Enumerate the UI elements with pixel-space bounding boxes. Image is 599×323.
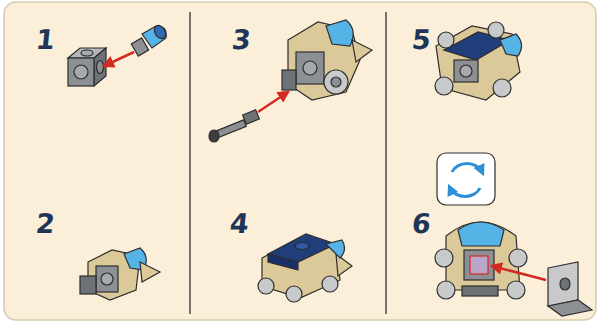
- sub-assembly: [464, 250, 494, 280]
- sub-assembly: [435, 77, 453, 95]
- sub-assembly: [258, 278, 274, 294]
- gray-brick: [68, 48, 106, 86]
- gray-brick: [97, 61, 104, 74]
- assembly-arrow: [492, 266, 546, 280]
- callout-number: 1: [35, 26, 57, 53]
- gray-brick: [94, 48, 106, 86]
- gray-rod-piece: [209, 110, 259, 142]
- rotate-icon: [437, 153, 495, 205]
- gray-brick: [68, 58, 94, 86]
- sub-assembly: [295, 243, 309, 250]
- assembly-arrow: [258, 92, 288, 112]
- sub-assembly: [303, 61, 317, 75]
- callout-number: 5: [411, 26, 433, 53]
- sub-assembly: [336, 254, 352, 276]
- sub-assembly: [437, 281, 455, 299]
- gray-bracket-piece: [560, 278, 570, 290]
- gray-bracket-piece: [548, 262, 578, 306]
- sub-assembly: [80, 248, 160, 300]
- gray-rod-piece: [243, 110, 260, 125]
- sub-assembly: [282, 70, 296, 90]
- callout-number: 2: [35, 210, 57, 237]
- gray-brick: [81, 50, 93, 56]
- assembly-arrow: [104, 52, 134, 66]
- sub-assembly: [296, 52, 324, 84]
- gray-brick: [74, 65, 88, 79]
- blue-cone-piece: [131, 23, 168, 56]
- sub-assembly: [507, 281, 525, 299]
- callout-number: 3: [231, 26, 253, 53]
- sub-assembly: [326, 20, 353, 46]
- sub-assembly: [458, 222, 504, 246]
- sub-assembly: [80, 276, 96, 294]
- sub-assembly: [500, 34, 522, 56]
- sub-assembly: [509, 249, 527, 267]
- sub-assembly: [96, 266, 118, 292]
- sub-assembly: [268, 254, 298, 270]
- sub-assembly: [140, 262, 160, 282]
- sub-assembly: [101, 273, 113, 285]
- blue-cone-piece: [152, 23, 168, 40]
- panel-divider: [189, 12, 191, 314]
- sub-assembly: [258, 234, 352, 302]
- sub-assembly: [470, 256, 488, 274]
- panel-divider: [385, 12, 387, 314]
- sub-assembly: [331, 77, 341, 87]
- sub-assembly: [454, 60, 478, 82]
- sub-assembly: [435, 249, 453, 267]
- sub-assembly: [460, 65, 472, 77]
- sub-assembly: [435, 22, 522, 100]
- sub-assembly: [435, 222, 527, 299]
- sub-assembly: [438, 32, 454, 48]
- rotate-icon: [452, 164, 482, 172]
- gray-rod-piece: [209, 130, 219, 142]
- sub-assembly: [286, 286, 302, 302]
- sub-assembly: [493, 79, 511, 97]
- sub-assembly: [326, 240, 345, 258]
- panel-background: [4, 2, 596, 320]
- sub-assembly: [462, 286, 498, 296]
- sub-assembly: [282, 20, 372, 100]
- callout-number: 6: [411, 210, 433, 237]
- sub-assembly: [488, 22, 504, 38]
- gray-bracket-piece: [548, 262, 592, 316]
- sub-assembly: [352, 40, 372, 62]
- callout-number: 4: [229, 210, 251, 237]
- sub-assembly: [324, 70, 348, 94]
- gray-bracket-piece: [548, 300, 592, 316]
- sub-assembly: [322, 276, 338, 292]
- rotate-icon: [450, 188, 480, 196]
- rotate-icon: [437, 153, 495, 205]
